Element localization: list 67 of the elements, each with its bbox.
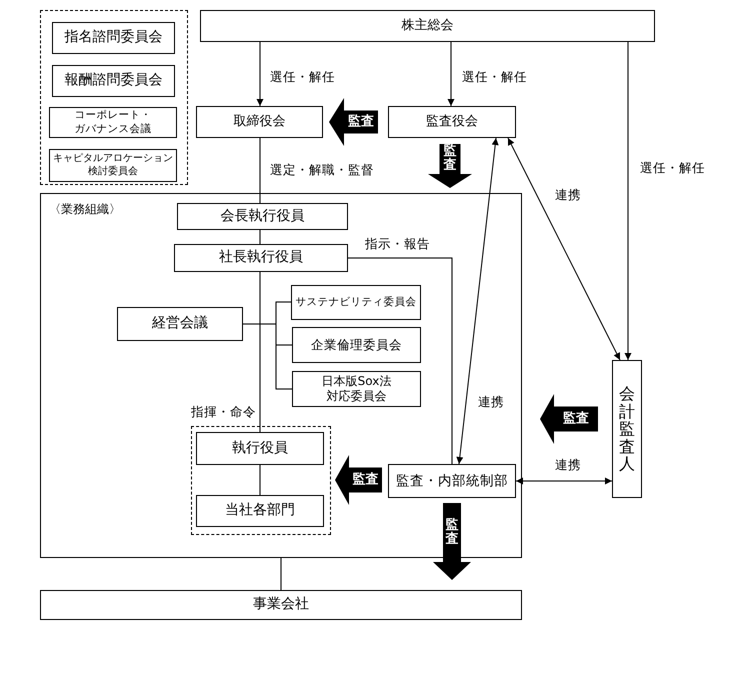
org-name: 会長執行役員 (220, 208, 304, 226)
org-name: 取締役会 (234, 114, 286, 130)
board-box (196, 106, 323, 138)
org-name: 会計監査人 (619, 385, 635, 473)
org-name: 監査役会 (426, 114, 478, 130)
connector-line (448, 42, 454, 106)
connector-line (280, 558, 282, 590)
block-arrow (540, 394, 598, 444)
connector-line (348, 258, 452, 464)
committee-box (52, 65, 175, 97)
connector-line (508, 138, 620, 360)
org-name: 社長執行役員 (219, 249, 303, 267)
board-box (388, 106, 516, 138)
edge-label: 監査 (563, 412, 589, 426)
edge-label: 連携 (555, 457, 581, 472)
section-heading: 〈業務組織〉 (49, 202, 121, 216)
org-name: コーポレート・ガバナンス会議 (74, 109, 152, 136)
org-name: サステナビリティ委員会 (296, 296, 416, 310)
edge-label: 監査 (352, 472, 378, 488)
subsidiary-box (40, 590, 522, 620)
edge-label: 指示・報告 (365, 236, 430, 251)
edge-label: 連携 (478, 394, 504, 409)
council-box (117, 307, 243, 341)
org-name: 監査・内部統制部 (396, 472, 508, 490)
org-name: キャピタルアロケーション検討委員会 (52, 153, 174, 178)
connector-line (242, 324, 292, 390)
edge-label: 監査 (348, 114, 374, 130)
org-name: 日本版Sox法対応委員会 (320, 374, 392, 404)
committee-box (292, 371, 421, 407)
block-arrow (335, 455, 382, 505)
org-name: 当社各部門 (225, 502, 295, 520)
block-arrow (329, 98, 378, 146)
org-name: 執行役員 (232, 440, 288, 458)
block-arrow (428, 144, 472, 188)
connector-line (456, 138, 499, 464)
edge-label: 監査 (446, 518, 458, 547)
org-name: 株主総会 (402, 18, 454, 34)
department-box (196, 495, 324, 527)
org-name: 指名諮問委員会 (64, 29, 162, 47)
officer-box (174, 244, 348, 272)
edge-label: 監査 (444, 144, 456, 174)
department-box (388, 464, 516, 498)
org-name: 報酬諮問委員会 (64, 72, 162, 90)
edge-label: 選定・解職・監督 (270, 162, 374, 177)
connector-line (624, 42, 632, 360)
edge-label: 指揮・命令 (191, 404, 256, 419)
org-name: 経営会議 (152, 315, 208, 333)
organization-frame (40, 193, 522, 558)
auditor-box (612, 360, 642, 498)
edge-label: 選任・解任 (640, 160, 705, 175)
edge-label: 選任・解任 (270, 69, 335, 84)
officer-box (177, 203, 348, 230)
edge-label: 連携 (555, 187, 581, 202)
committee-group-frame (40, 10, 188, 185)
executive-group-frame (191, 426, 331, 535)
committee-box (52, 22, 175, 54)
edge-label: 選任・解任 (462, 69, 527, 84)
connector-line (516, 478, 612, 484)
committee-box (292, 327, 421, 363)
committee-box (291, 285, 421, 320)
committee-box (49, 107, 177, 138)
meeting-box (200, 10, 655, 42)
connector-line (256, 42, 264, 106)
block-arrow (433, 503, 471, 580)
org-name: 企業倫理委員会 (311, 337, 402, 353)
org-name: 事業会社 (253, 596, 309, 614)
officer-box (196, 432, 324, 465)
